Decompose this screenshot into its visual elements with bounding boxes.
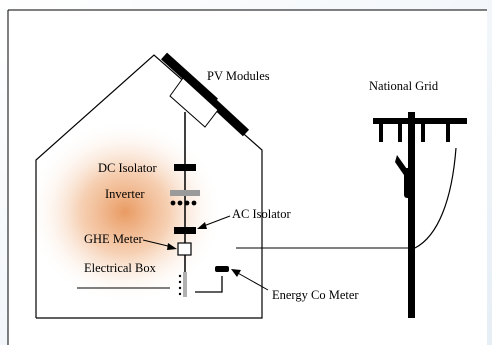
inverter-icon bbox=[170, 190, 200, 206]
utility-pole-icon bbox=[373, 112, 467, 318]
ac-isolator-label: AC Isolator bbox=[232, 207, 292, 221]
electrical-box-label: Electrical Box bbox=[84, 261, 157, 275]
dc-isolator-icon bbox=[174, 164, 196, 171]
interior-glow bbox=[27, 120, 223, 304]
energy-co-meter-arrow bbox=[231, 269, 269, 291]
ghe-meter-label: GHE Meter bbox=[84, 232, 143, 246]
pv-modules-label: PV Modules bbox=[207, 69, 270, 83]
ac-isolator-arrow bbox=[197, 215, 231, 229]
ac-isolator-icon bbox=[174, 227, 196, 234]
energy-meter-wire bbox=[195, 276, 223, 293]
pv-modules-icon bbox=[160, 52, 250, 137]
dc-isolator-label: DC Isolator bbox=[98, 161, 158, 175]
energy-co-meter-icon bbox=[215, 266, 229, 272]
grid-service-drop bbox=[414, 147, 457, 249]
electrical-box-icon bbox=[178, 272, 187, 297]
national-grid-label: National Grid bbox=[369, 79, 439, 93]
ghe-meter-arrow bbox=[142, 239, 177, 250]
ghe-meter-icon bbox=[177, 242, 192, 256]
energy-co-meter-label: Energy Co Meter bbox=[272, 288, 359, 302]
inverter-label: Inverter bbox=[105, 187, 145, 201]
